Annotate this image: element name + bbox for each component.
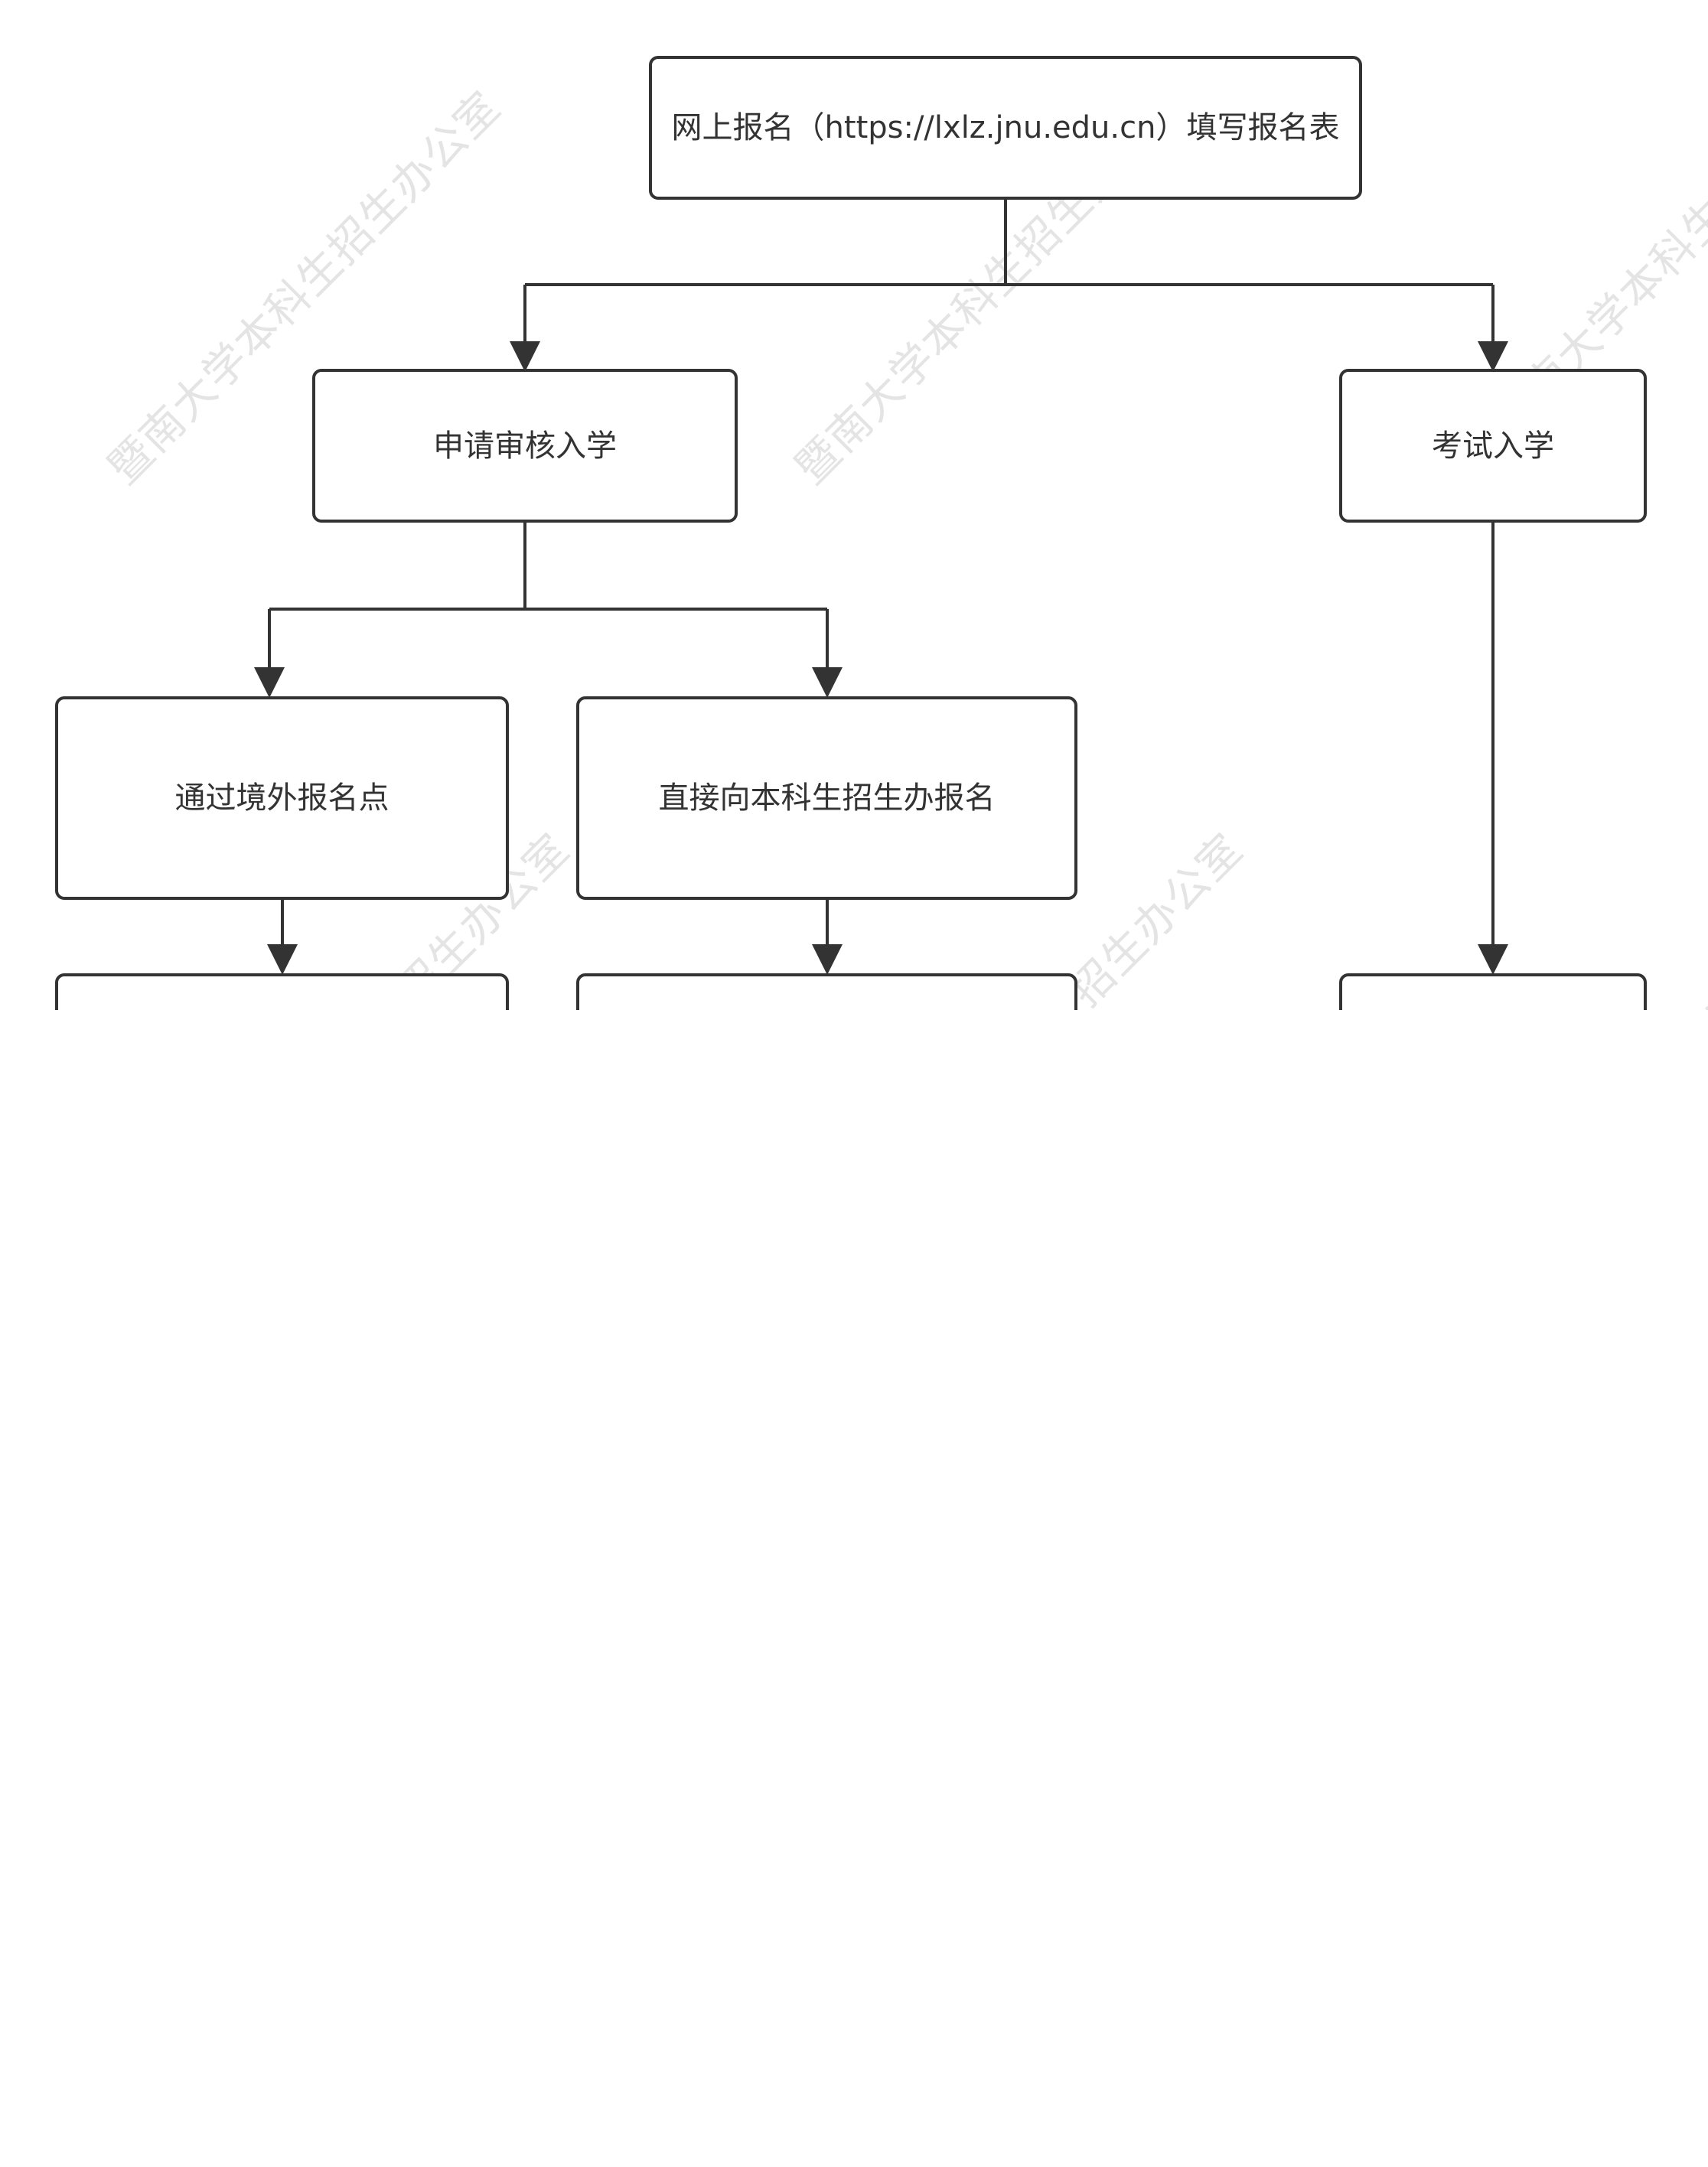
- node-direct-office-label: 直接向本科生招生办报名: [658, 780, 996, 816]
- node-application-review-label: 申请审核入学: [433, 428, 617, 464]
- node-overseas-site: 通过境外报名点: [55, 696, 509, 900]
- blank-lower-area: [0, 1010, 1708, 2167]
- node-direct-office: 直接向本科生招生办报名: [576, 696, 1077, 900]
- node-exam-admission: 考试入学: [1339, 369, 1647, 523]
- node-application-review: 申请审核入学: [312, 369, 738, 523]
- node-online-registration-label: 网上报名（https://lxlz.jnu.edu.cn）填写报名表: [671, 110, 1340, 145]
- node-exam-admission-label: 考试入学: [1432, 428, 1554, 464]
- node-overseas-site-label: 通过境外报名点: [174, 780, 390, 816]
- node-online-registration: 网上报名（https://lxlz.jnu.edu.cn）填写报名表: [649, 56, 1362, 200]
